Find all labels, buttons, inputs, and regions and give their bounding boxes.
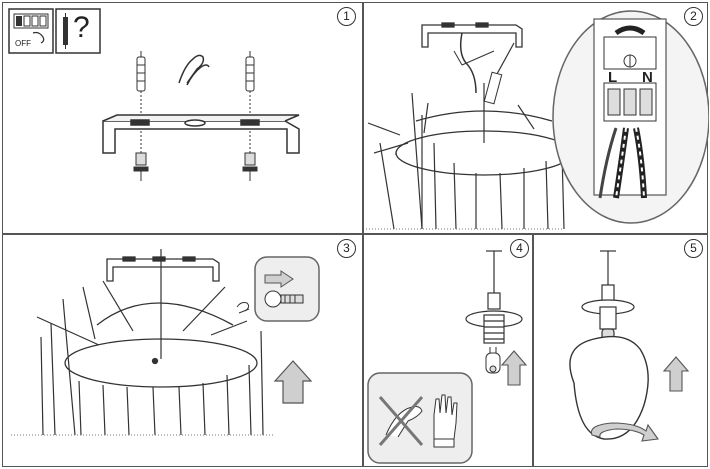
bare-hand-crossed-icon bbox=[378, 396, 424, 446]
switch-off-label: OFF bbox=[15, 39, 31, 48]
glove-warning-box bbox=[367, 372, 473, 464]
ceiling-bracket bbox=[421, 22, 523, 48]
step-number-3: 3 bbox=[337, 239, 356, 258]
protective-glove-icon bbox=[433, 394, 458, 448]
wall-plug-left bbox=[136, 51, 146, 118]
pendant-socket bbox=[465, 250, 523, 344]
step-panel-1: OFF ? 1 bbox=[2, 2, 363, 234]
step-number-4: 4 bbox=[510, 239, 529, 258]
wall-plug-question-icon bbox=[55, 8, 101, 54]
screw-detail-zoom bbox=[254, 256, 320, 322]
screwdriver-rotation-icon bbox=[236, 302, 250, 314]
ceiling-bracket bbox=[106, 256, 220, 282]
step-number-5: 5 bbox=[684, 239, 703, 258]
step-panel-4: 4 bbox=[363, 234, 533, 467]
up-arrow-icon bbox=[500, 350, 528, 386]
ceiling-bracket-hardware-illustration bbox=[8, 8, 300, 181]
canopy-fixing-illustration bbox=[11, 249, 320, 436]
wiring-detail-zoom bbox=[552, 10, 709, 224]
bracket-screw-left bbox=[133, 131, 149, 181]
rotate-arrow-icon bbox=[590, 422, 659, 442]
step-panel-3: 3 bbox=[2, 234, 363, 467]
step-panel-5: 5 bbox=[533, 234, 708, 467]
bracket-screw-right bbox=[242, 131, 258, 181]
glass-shade-illustration bbox=[569, 250, 690, 442]
step-number-2: 2 bbox=[684, 7, 703, 26]
lamp-rods bbox=[36, 249, 264, 436]
wiring-connection-illustration bbox=[366, 10, 709, 230]
up-arrow-icon bbox=[273, 360, 313, 404]
wall-plug-right bbox=[245, 51, 255, 118]
question-mark-label: ? bbox=[73, 11, 90, 44]
up-arrow-icon bbox=[662, 356, 690, 392]
power-switch-off-icon bbox=[8, 8, 54, 54]
bulb-socket-illustration bbox=[367, 250, 528, 464]
step-panel-2: L N 2 bbox=[363, 2, 709, 234]
bulb-g9-icon bbox=[485, 347, 501, 374]
connector-block-small bbox=[483, 71, 503, 105]
canopy-plate bbox=[64, 302, 258, 388]
terminal-label-live: L bbox=[608, 69, 618, 86]
step-number-1: 1 bbox=[337, 7, 356, 26]
terminal-label-neutral: N bbox=[642, 69, 653, 86]
pliers-icon bbox=[178, 54, 210, 86]
mounting-bracket bbox=[102, 114, 300, 154]
pendant-socket bbox=[581, 250, 635, 342]
